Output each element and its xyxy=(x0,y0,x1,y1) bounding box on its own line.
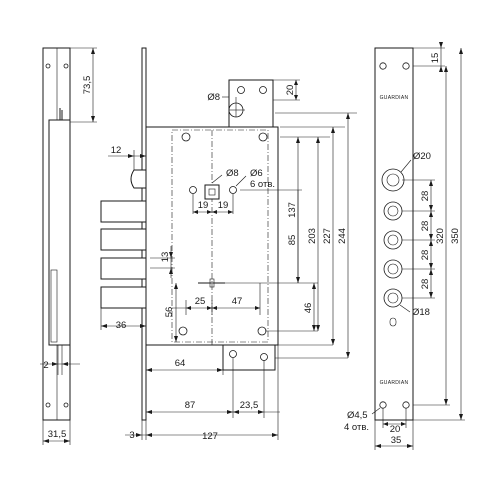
dim-64: 64 xyxy=(175,358,186,369)
bolt-hole xyxy=(383,201,403,221)
dim-19-left: 19 xyxy=(198,200,209,211)
dim-15: 15 xyxy=(430,53,441,64)
side-view: 73,5 2 31,5 xyxy=(40,47,97,445)
case-screw xyxy=(178,326,188,336)
bolt-hole xyxy=(383,288,403,308)
dim-350: 350 xyxy=(450,228,461,244)
dim-19-right: 19 xyxy=(218,200,229,211)
dim-56: 56 xyxy=(164,307,175,318)
spindle-square xyxy=(204,184,220,200)
dim-phi4-5: Ø4,5 xyxy=(347,410,368,421)
dim-320: 320 xyxy=(435,228,446,244)
dim-28-a: 28 xyxy=(420,191,431,202)
side-screw-hole xyxy=(63,402,69,408)
dim-28-c: 28 xyxy=(420,250,431,261)
dim-227: 227 xyxy=(322,228,333,244)
dim-137: 137 xyxy=(287,202,298,218)
dead-bolt xyxy=(100,228,147,251)
dim-phi18: Ø18 xyxy=(412,307,430,318)
side-screw-hole xyxy=(63,63,69,69)
case-screw xyxy=(257,326,267,336)
dim-47: 47 xyxy=(232,296,243,307)
dead-bolt xyxy=(100,257,147,280)
side-screw-hole xyxy=(45,402,51,408)
bolt-hole xyxy=(383,259,403,279)
dim-3: 3 xyxy=(129,430,134,441)
dim-13: 13 xyxy=(160,252,171,263)
faceplate-screw-hole xyxy=(402,62,410,70)
dim-36: 36 xyxy=(116,320,127,331)
faceplate-screw-hole xyxy=(379,62,387,70)
dim-31-5: 31,5 xyxy=(48,429,67,440)
dim-phi20: Ø20 xyxy=(413,151,431,162)
dim-phi6: Ø6 xyxy=(250,168,263,179)
body-view: Ø8 20 12 Ø8 Ø6 6 отв. 19 19 xyxy=(100,47,357,442)
dead-bolt xyxy=(100,200,147,223)
case-screw xyxy=(258,132,268,142)
dim-phi8-cyl: Ø8 xyxy=(226,168,239,179)
dim-28-b: 28 xyxy=(420,221,431,232)
latch-bolt xyxy=(130,169,147,189)
dim-23-5: 23,5 xyxy=(240,400,259,411)
dim-12: 12 xyxy=(111,145,122,156)
dim-2: 2 xyxy=(43,360,48,371)
holes-6: 6 отв. xyxy=(250,179,275,190)
faceplate-view: GUARDIAN GUARDIAN 15 Ø20 xyxy=(344,42,465,450)
brand-top: GUARDIAN xyxy=(380,95,409,101)
side-body xyxy=(48,119,71,346)
dim-73-5: 73,5 xyxy=(82,76,93,95)
latch-hole xyxy=(381,168,405,192)
side-screw-hole xyxy=(45,63,51,69)
bolt-hole xyxy=(383,230,403,250)
dim-203: 203 xyxy=(307,228,318,244)
case-screw xyxy=(181,132,191,142)
dim-127: 127 xyxy=(202,431,218,442)
dim-25: 25 xyxy=(195,296,206,307)
dim-20-bottom: 20 xyxy=(390,424,401,435)
brand-bottom: GUARDIAN xyxy=(380,380,409,386)
dim-85: 85 xyxy=(287,235,298,246)
dim-phi8-top: Ø8 xyxy=(207,92,220,103)
dim-20-top: 20 xyxy=(285,85,296,96)
dead-bolt xyxy=(100,286,147,309)
dim-35: 35 xyxy=(391,435,402,446)
dim-28-d: 28 xyxy=(420,279,431,290)
faceplate-screw-hole xyxy=(402,401,410,409)
dim-46: 46 xyxy=(303,303,314,314)
dim-244: 244 xyxy=(337,228,348,244)
dim-87: 87 xyxy=(185,400,196,411)
holes-4: 4 отв. xyxy=(344,422,369,433)
faceplate-screw-hole xyxy=(379,401,387,409)
